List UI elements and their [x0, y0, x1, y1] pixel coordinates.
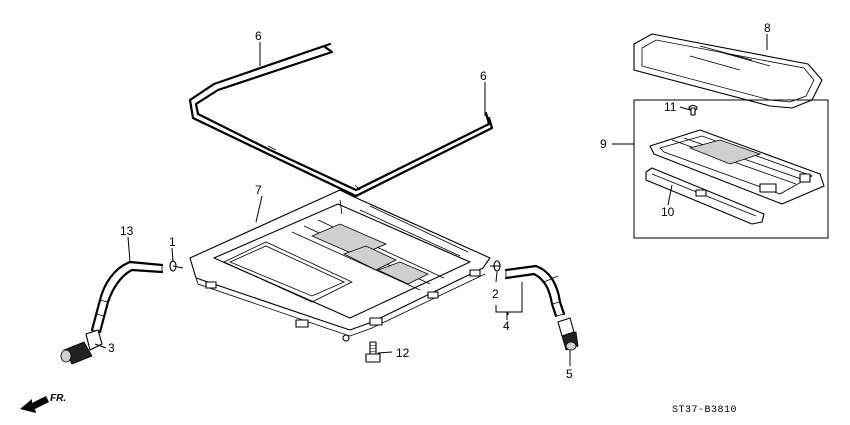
part-9-assembly-box	[612, 99, 829, 239]
part-5-drain-valve	[557, 317, 579, 351]
callout-6a: 6	[255, 29, 262, 43]
callout-5: 5	[566, 367, 573, 381]
part-8-glass	[633, 33, 823, 109]
part-2-clip	[490, 260, 501, 272]
part-10-deflector	[645, 167, 765, 225]
front-direction-indicator: FR.	[20, 393, 66, 413]
callout-3: 3	[108, 341, 115, 355]
callout-1: 1	[169, 235, 176, 249]
callout-13: 13	[120, 224, 134, 238]
callouts: 6 6 7 8 9 10 11 1 13 3 2 4 5 12	[108, 21, 771, 381]
part-3-drain-valve	[60, 329, 103, 365]
front-arrow-icon	[20, 396, 49, 413]
part-12-bolt	[365, 341, 381, 363]
part-7-frame	[189, 189, 491, 342]
callout-10: 10	[661, 205, 675, 219]
callout-7: 7	[255, 183, 262, 197]
callout-8: 8	[764, 21, 771, 35]
part-11-screw	[688, 104, 698, 116]
callout-6b: 6	[480, 69, 487, 83]
part-6-molding	[188, 42, 494, 198]
diagram-code: ST37-B3810	[672, 405, 737, 416]
direction-label: FR.	[50, 393, 66, 404]
callout-4: 4	[503, 319, 510, 333]
part-4-drain-hose	[504, 264, 566, 318]
callout-11: 11	[664, 100, 677, 114]
slide-assembly	[649, 129, 825, 205]
leader-lines	[94, 34, 768, 366]
part-13-drain-hose	[90, 260, 164, 334]
callout-9: 9	[600, 137, 607, 151]
part-1-clip	[169, 260, 184, 272]
callout-2: 2	[492, 287, 499, 301]
callout-12: 12	[396, 346, 410, 360]
